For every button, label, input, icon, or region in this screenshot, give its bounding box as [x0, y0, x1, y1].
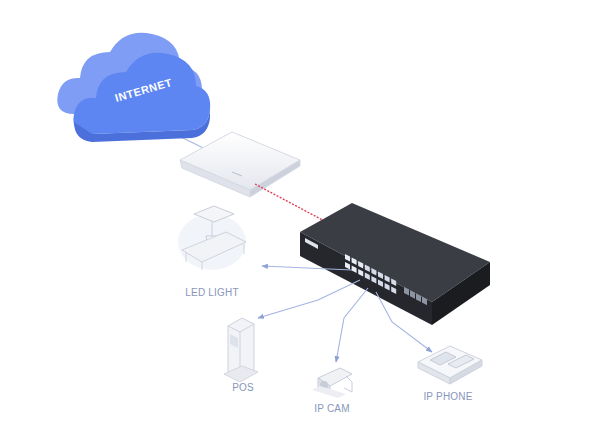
device-label: IP PHONE	[421, 391, 474, 402]
device-label: IP CAM	[312, 403, 351, 414]
device-label: LED LIGHT	[183, 287, 240, 298]
trunk-cable	[255, 184, 330, 224]
device-node: IP PHONE	[421, 391, 474, 402]
device-links	[258, 266, 432, 362]
pos-terminal-icon	[224, 318, 258, 382]
led-light-icon	[178, 206, 246, 270]
ip-phone-icon	[418, 346, 482, 384]
device-node: LED LIGHT	[183, 287, 240, 298]
device-node: IP CAM	[312, 403, 351, 414]
internet-cloud: INTERNET	[52, 22, 214, 152]
device-node: POS	[230, 382, 256, 393]
router	[180, 132, 300, 197]
device-label: POS	[230, 382, 256, 393]
poe-switch	[300, 203, 490, 325]
ip-camera-icon	[312, 368, 352, 398]
